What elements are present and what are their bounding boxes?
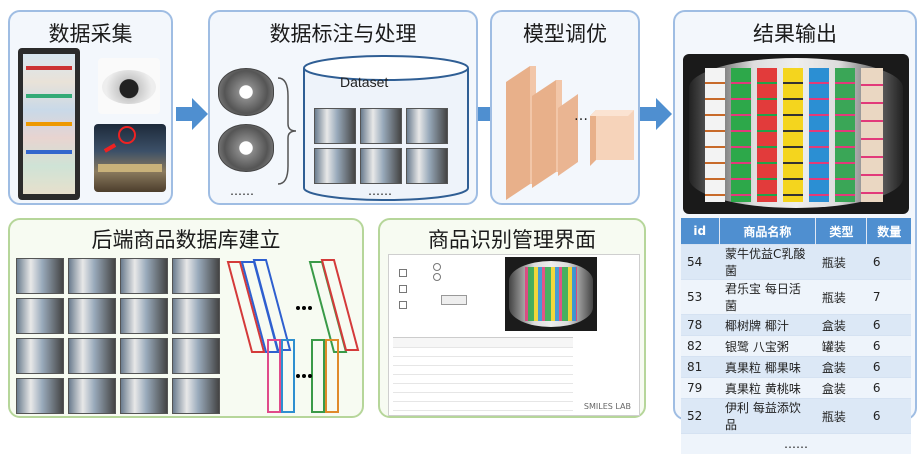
panel-model-tuning: 模型调优 … bbox=[490, 10, 640, 205]
cell-type: 盒装 bbox=[816, 315, 867, 336]
cell-count: 6 bbox=[867, 357, 911, 378]
interface-screenshot: SMILES LAB bbox=[388, 254, 640, 416]
cell-id: 54 bbox=[681, 245, 719, 280]
network-blocks bbox=[496, 52, 638, 202]
dataset-label: Dataset bbox=[340, 74, 388, 90]
cell-name: 银鹭 八宝粥 bbox=[719, 336, 816, 357]
cell-count: 6 bbox=[867, 378, 911, 399]
panel-backend-database: 后端商品数据库建立 bbox=[8, 218, 364, 418]
panel-data-collection: 数据采集 bbox=[8, 10, 173, 205]
panel-title: 商品识别管理界面 bbox=[380, 224, 644, 254]
dataset-image bbox=[314, 108, 356, 144]
dataset-image bbox=[360, 108, 402, 144]
table-row: …… bbox=[681, 434, 911, 454]
arrow-right-icon bbox=[176, 98, 208, 130]
cell-id: 82 bbox=[681, 336, 719, 357]
cell-count: 6 bbox=[867, 336, 911, 357]
table-header-name: 商品名称 bbox=[719, 218, 816, 245]
cell-name: 君乐宝 每日活菌 bbox=[719, 280, 816, 315]
table-more: …… bbox=[681, 434, 911, 454]
cell-type: 盒装 bbox=[816, 357, 867, 378]
panel-title: 后端商品数据库建立 bbox=[10, 224, 362, 254]
dataset-image bbox=[360, 148, 402, 184]
annotated-image bbox=[218, 68, 274, 116]
cell-name: 椰树牌 椰汁 bbox=[719, 315, 816, 336]
bracket-shape bbox=[276, 76, 298, 186]
detection-result-image bbox=[683, 54, 909, 214]
product-category-diagram bbox=[224, 256, 362, 416]
product-image-grid bbox=[16, 258, 222, 414]
ellipsis-text: …… bbox=[230, 184, 254, 198]
panel-recognition-interface: 商品识别管理界面 SMILES LAB bbox=[378, 218, 646, 418]
cell-type: 瓶装 bbox=[816, 280, 867, 315]
cell-name: 真果粒 黄桃味 bbox=[719, 378, 816, 399]
dataset-image bbox=[314, 148, 356, 184]
cell-name: 真果粒 椰果味 bbox=[719, 357, 816, 378]
interface-table bbox=[393, 337, 573, 414]
panel-title: 数据采集 bbox=[10, 18, 171, 48]
arrow-right-icon bbox=[640, 98, 672, 130]
cell-type: 盒装 bbox=[816, 378, 867, 399]
cell-name: 伊利 每益添饮品 bbox=[719, 399, 816, 434]
panel-title: 模型调优 bbox=[492, 18, 638, 48]
cell-id: 52 bbox=[681, 399, 719, 434]
table-header-count: 数量 bbox=[867, 218, 911, 245]
cell-name: 蒙牛优益C乳酸菌 bbox=[719, 245, 816, 280]
cell-id: 81 bbox=[681, 357, 719, 378]
cell-type: 罐装 bbox=[816, 336, 867, 357]
panel-title: 数据标注与处理 bbox=[210, 18, 476, 48]
table-header-type: 类型 bbox=[816, 218, 867, 245]
ellipsis-text: … bbox=[574, 108, 588, 124]
cell-count: 6 bbox=[867, 245, 911, 280]
cell-count: 6 bbox=[867, 399, 911, 434]
cell-id: 53 bbox=[681, 280, 719, 315]
cell-count: 7 bbox=[867, 280, 911, 315]
table-header-id: id bbox=[681, 218, 719, 245]
cell-count: 6 bbox=[867, 315, 911, 336]
cell-type: 瓶装 bbox=[816, 399, 867, 434]
annotated-image bbox=[218, 124, 274, 172]
cell-id: 79 bbox=[681, 378, 719, 399]
ellipsis-text: …… bbox=[368, 184, 392, 198]
fisheye-camera-photo bbox=[98, 58, 160, 114]
vending-machine-photo bbox=[18, 48, 80, 200]
panel-data-annotation: 数据标注与处理 …… Dataset …… bbox=[208, 10, 478, 205]
dataset-image bbox=[406, 148, 448, 184]
panel-title: 结果输出 bbox=[675, 18, 915, 48]
cell-type: 瓶装 bbox=[816, 245, 867, 280]
cell-id: 78 bbox=[681, 315, 719, 336]
dataset-image bbox=[406, 108, 448, 144]
store-interior-photo bbox=[94, 124, 166, 192]
watermark-text: SMILES LAB bbox=[584, 402, 631, 411]
